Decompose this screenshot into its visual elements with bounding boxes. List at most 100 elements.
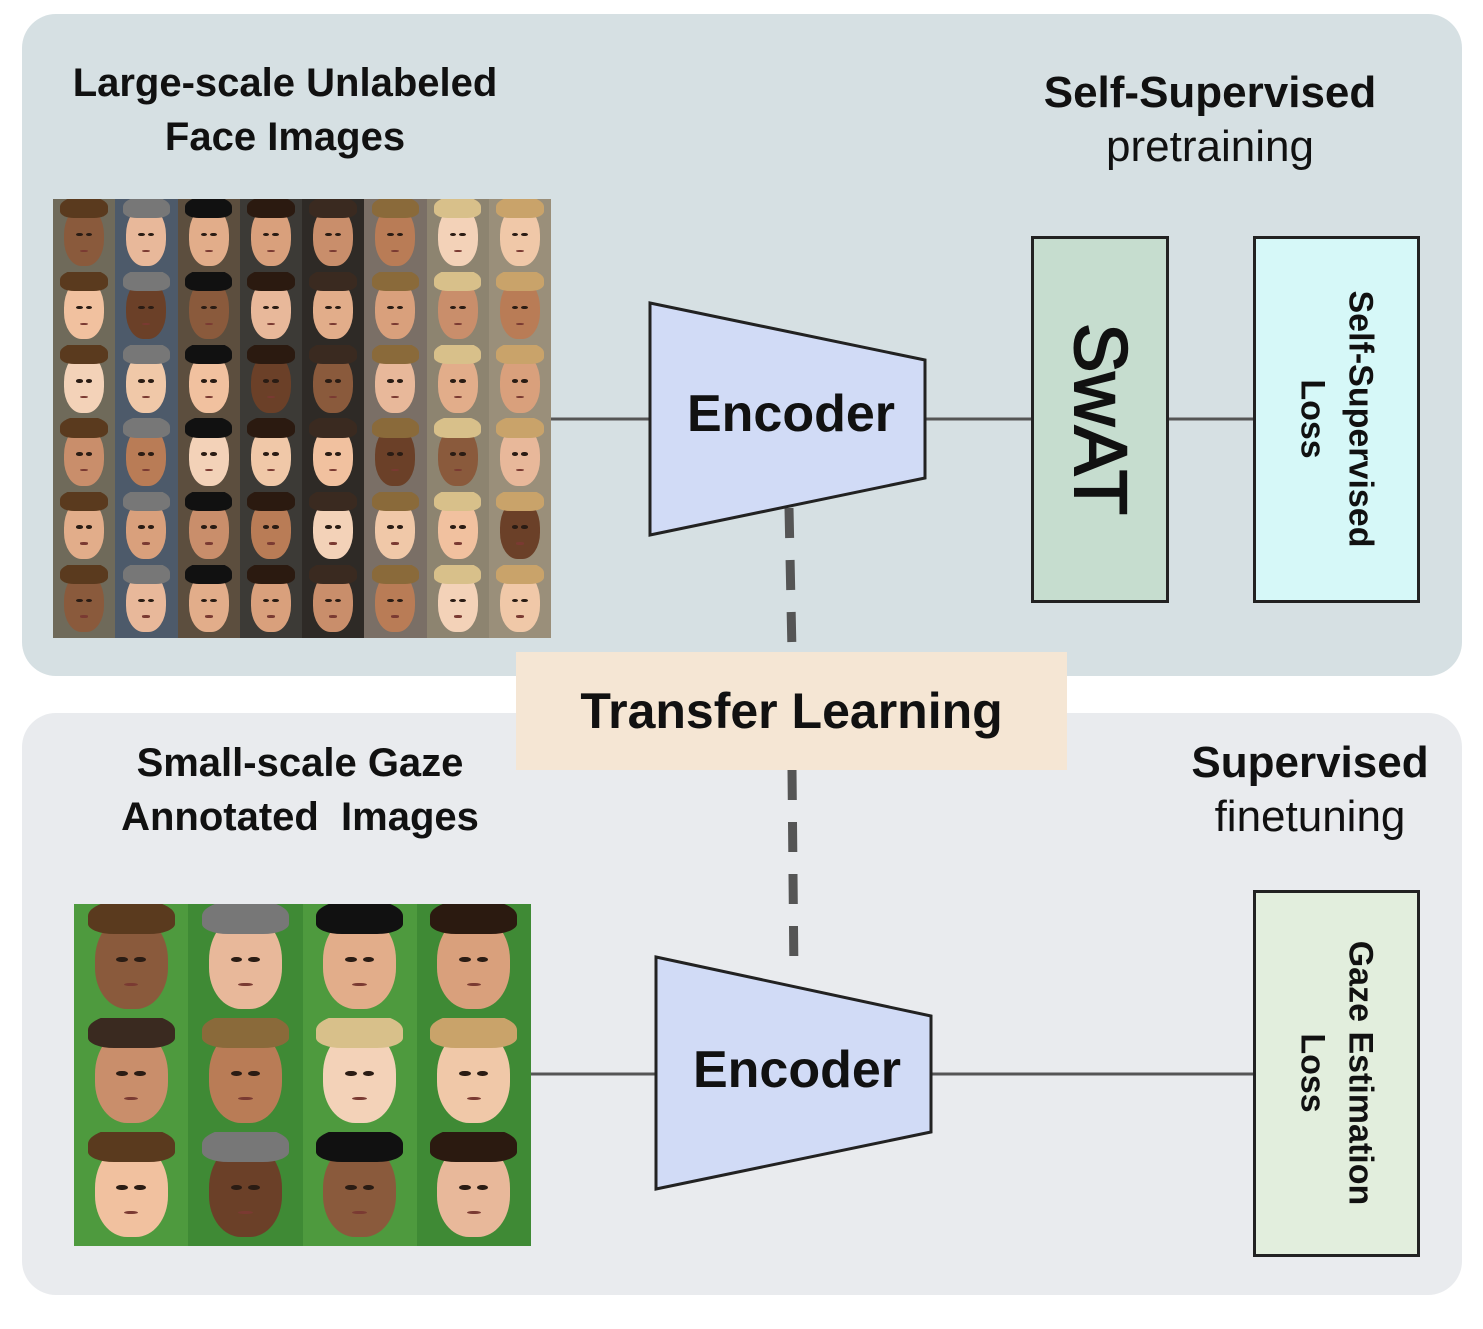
face-eye — [459, 956, 471, 963]
gaze-face-grid — [74, 904, 531, 1246]
face-eye — [210, 452, 217, 456]
face-eye — [230, 1070, 243, 1077]
face-eye — [511, 525, 519, 529]
face-eye — [138, 452, 145, 456]
face-mouth — [266, 322, 275, 326]
gaze-face-thumbnail — [188, 904, 303, 1018]
face-hair — [309, 491, 357, 511]
face-mouth — [142, 542, 151, 545]
face-mouth — [391, 322, 400, 326]
transfer-dashed-line-upper — [784, 507, 797, 653]
face-hair — [87, 1018, 175, 1048]
unlabeled-face-thumbnail — [239, 564, 302, 638]
unlabeled-face-thumbnail — [53, 199, 116, 273]
unlabeled-face-grid — [53, 199, 551, 638]
face-hair — [122, 418, 171, 438]
face-eye — [449, 379, 456, 383]
face-mouth — [80, 249, 89, 252]
face-eye — [387, 379, 394, 383]
pretraining-stage-bold: Self-Supervised — [1043, 68, 1377, 117]
face-hair — [201, 1018, 289, 1048]
face-eye — [362, 956, 375, 963]
face-hair — [433, 272, 482, 292]
gaze-face-thumbnail — [302, 1132, 417, 1246]
face-mouth — [238, 1210, 253, 1215]
unlabeled-face-thumbnail — [115, 491, 178, 565]
face-mouth — [204, 322, 213, 326]
face-eye — [521, 379, 528, 383]
face-eye — [76, 598, 83, 603]
face-eye — [325, 305, 332, 310]
face-hair — [496, 199, 544, 219]
face-eye — [200, 232, 207, 237]
gaze-face-thumbnail — [416, 1018, 531, 1132]
finetuning-stage-regular: finetuning — [1214, 792, 1406, 841]
face-eye — [147, 379, 155, 383]
gaze-face-thumbnail — [74, 904, 189, 1018]
unlabeled-face-thumbnail — [53, 272, 116, 346]
face-hair — [496, 564, 544, 584]
face-eye — [459, 452, 466, 456]
face-mouth — [329, 468, 338, 472]
face-hair — [309, 199, 357, 219]
face-hair — [184, 272, 233, 292]
face-eye — [262, 525, 270, 529]
transfer-learning-box: Transfer Learning — [516, 652, 1067, 770]
face-mouth — [80, 322, 89, 326]
face-mouth — [515, 395, 524, 399]
face-hair — [184, 418, 233, 438]
unlabeled-face-thumbnail — [302, 345, 365, 419]
annotated-images-title-line1: Small-scale Gaze — [136, 741, 464, 785]
unlabeled-face-thumbnail — [115, 199, 178, 273]
face-eye — [387, 452, 394, 456]
face-hair — [247, 345, 295, 365]
face-eye — [459, 525, 466, 529]
face-mouth — [266, 615, 275, 618]
unlabeled-images-title-line2: Face Images — [164, 115, 406, 159]
face-hair — [433, 345, 482, 365]
face-hair — [184, 491, 233, 511]
face-eye — [134, 956, 146, 963]
face-eye — [344, 1184, 357, 1191]
face-mouth — [352, 982, 367, 987]
unlabeled-face-thumbnail — [177, 272, 240, 346]
gaze-face-thumbnail — [302, 1018, 417, 1132]
face-eye — [449, 305, 456, 310]
face-eye — [396, 305, 404, 310]
face-hair — [371, 272, 420, 292]
face-eye — [230, 956, 243, 963]
face-mouth — [453, 468, 462, 472]
face-mouth — [80, 542, 89, 545]
self-supervised-loss-line2: Loss — [1293, 379, 1332, 459]
face-hair — [122, 345, 171, 365]
face-hair — [316, 904, 404, 934]
face-eye — [147, 452, 155, 456]
face-eye — [521, 305, 528, 310]
face-mouth — [238, 1096, 253, 1101]
pretraining-stage-regular: pretraining — [1106, 122, 1314, 171]
face-eye — [272, 305, 279, 310]
gaze-estimation-loss-line2: Loss — [1293, 1033, 1332, 1113]
face-eye — [76, 379, 83, 383]
face-eye — [76, 525, 83, 529]
face-eye — [449, 598, 456, 603]
face-eye — [200, 305, 207, 310]
face-hair — [433, 491, 482, 511]
face-eye — [521, 232, 528, 237]
face-mouth — [329, 249, 338, 252]
face-eye — [134, 1184, 146, 1191]
unlabeled-face-thumbnail — [177, 199, 240, 273]
gaze-face-thumbnail — [302, 904, 417, 1018]
face-mouth — [329, 395, 338, 399]
face-eye — [116, 1184, 129, 1191]
annotated-images-title-line2: Annotated Images — [121, 795, 479, 839]
face-hair — [371, 345, 420, 365]
pretraining-stage-label: Self-Supervised pretraining — [1010, 66, 1410, 174]
unlabeled-face-thumbnail — [488, 199, 551, 273]
face-mouth — [352, 1210, 367, 1215]
face-mouth — [391, 468, 400, 472]
face-mouth — [142, 395, 151, 399]
face-hair — [371, 491, 420, 511]
face-mouth — [142, 615, 151, 618]
